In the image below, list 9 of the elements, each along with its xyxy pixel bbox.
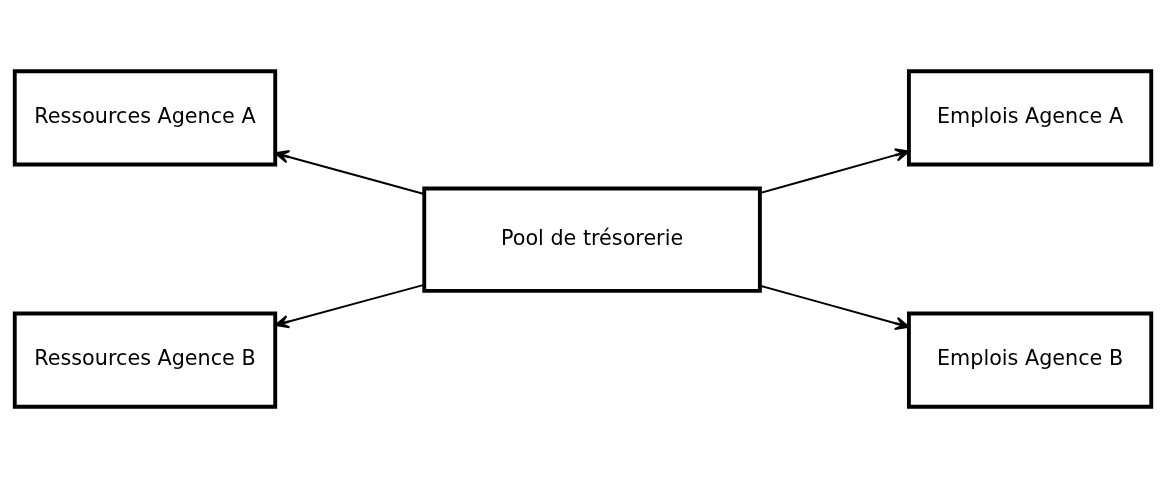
node-box: Emplois Agence A bbox=[906, 68, 1154, 166]
node-box: Emplois Agence B bbox=[906, 311, 1154, 409]
arrow bbox=[274, 283, 425, 328]
arrow bbox=[759, 284, 910, 330]
node-box: Ressources Agence B bbox=[12, 311, 278, 409]
arrow bbox=[274, 149, 425, 195]
node-box: Ressources Agence A bbox=[12, 68, 278, 166]
arrow bbox=[759, 147, 910, 194]
node-box: Pool de trésorerie bbox=[422, 186, 762, 293]
